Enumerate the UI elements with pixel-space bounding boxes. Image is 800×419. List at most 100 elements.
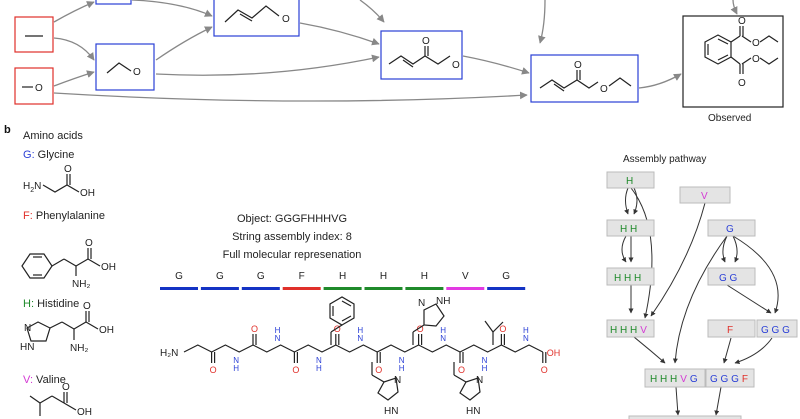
assembly-arrows	[621, 187, 779, 416]
valine-side-chain	[484, 320, 504, 345]
node-v-label: V	[701, 191, 708, 202]
node-ggg-label: G G G	[761, 325, 790, 336]
atom-label-o: O	[85, 238, 93, 249]
panel-a: O O O O O O O	[14, 0, 784, 124]
atom-label-o: O	[133, 67, 141, 78]
svg-text:OH: OH	[80, 188, 95, 199]
atom-label-h: H	[523, 326, 529, 335]
phenyl-side-chain	[329, 296, 355, 345]
molecule-box-observed	[682, 15, 784, 108]
sequence-letter: H	[421, 271, 428, 282]
atom-label-n: N	[399, 356, 405, 365]
molecule-box-ethanol	[95, 43, 155, 91]
atom-label-h: H	[316, 364, 322, 373]
atom-label-h: H	[233, 364, 239, 373]
atom-label-n: N	[476, 375, 483, 386]
node-h	[606, 171, 655, 189]
amino-acids-header: Amino acids	[23, 130, 83, 142]
histidine-structure	[26, 311, 99, 342]
molecule-box-methanol	[14, 67, 54, 105]
atom-label-o: O	[251, 324, 258, 334]
node-gggf	[705, 368, 755, 388]
phenylalanine-structure	[21, 248, 101, 279]
atom-label-n: N	[418, 298, 425, 309]
amino-acid-glycine: G: Glycine	[23, 149, 74, 161]
atom-label-o: O	[738, 78, 746, 89]
node-gg	[707, 267, 756, 286]
molecule-box-methane	[14, 16, 54, 53]
node-gg-label: G G	[719, 273, 738, 284]
sequence-bar	[446, 287, 485, 290]
atom-label-n: N	[316, 356, 322, 365]
imidazole-top	[412, 303, 445, 345]
sequence-letter: G	[175, 271, 183, 282]
observed-label: Observed	[708, 113, 751, 124]
molecule-box-crotonic	[380, 30, 463, 80]
atom-label-oh: OH	[101, 262, 116, 273]
molecular-representation-label: Full molecular represenation	[223, 249, 362, 261]
atom-label-n: N	[275, 334, 281, 343]
sequence-bar	[160, 287, 198, 290]
atom-label-o: O	[738, 16, 746, 27]
atom-label-o: O	[282, 14, 290, 25]
imidazole-bottom	[371, 362, 481, 401]
atom-label-n: N	[523, 334, 529, 343]
node-hh-label: H H	[620, 224, 637, 235]
sequence-bar	[282, 287, 321, 290]
molecule-box-top	[95, 0, 132, 5]
atom-label-o: O	[452, 60, 460, 71]
atom-label-n: N	[24, 323, 31, 334]
atom-label-h: H	[440, 326, 446, 335]
node-hhhv	[606, 319, 655, 338]
atom-label-o: O	[541, 365, 548, 375]
node-final	[628, 415, 742, 419]
sequence-letter: H	[380, 271, 387, 282]
svg-text:O: O	[64, 164, 72, 175]
atom-label-hn: HN	[466, 406, 480, 417]
glycine-structure: H2N O OH	[23, 164, 95, 199]
pathway-arrows	[53, 0, 738, 102]
node-ggg	[756, 319, 798, 338]
atom-label-o: O	[499, 324, 506, 334]
valine-structure	[29, 392, 77, 416]
atom-label-n: N	[440, 334, 446, 343]
atom-label-o: O	[600, 84, 608, 95]
sequence-letter: V	[462, 271, 469, 282]
node-hhhvg	[644, 368, 706, 388]
atom-label-h2n: H₂N	[160, 348, 178, 359]
atom-label-n: N	[233, 356, 239, 365]
atom-label-o: O	[292, 365, 299, 375]
atom-label-hn: HN	[20, 342, 34, 353]
atom-label-n: N	[357, 334, 363, 343]
atom-label-n: N	[394, 375, 401, 386]
sequence-bar	[323, 287, 362, 290]
amino-acid-histidine: H: Histidine	[23, 298, 79, 310]
atom-label-nh2: NH₂	[72, 279, 90, 290]
atom-label-o: O	[417, 324, 424, 334]
molecule-box-ethyl-crotonate	[530, 54, 639, 103]
atom-label-n: N	[482, 356, 488, 365]
node-f	[707, 319, 756, 338]
atom-label-o: O	[334, 324, 341, 334]
amino-acid-phenylalanine: F: Phenylalanine	[23, 210, 105, 222]
sequence-letter: H	[339, 271, 346, 282]
node-hh	[606, 219, 655, 237]
sequence-letter: G	[502, 271, 510, 282]
atom-label-o: O	[83, 301, 91, 312]
sequence-letter: G	[257, 271, 265, 282]
assembly-pathway-title: Assembly pathway	[623, 154, 706, 165]
node-v	[679, 186, 731, 204]
observed-molecule	[704, 26, 779, 74]
atom-label-nh: NH	[436, 296, 450, 307]
atom-label-oh: OH	[77, 407, 92, 418]
atom-label-h: H	[357, 326, 363, 335]
svg-text:H2N: H2N	[23, 181, 41, 194]
peptide-backbone	[183, 344, 544, 353]
atom-label-o: O	[62, 382, 70, 393]
atom-label-h: H	[399, 364, 405, 373]
